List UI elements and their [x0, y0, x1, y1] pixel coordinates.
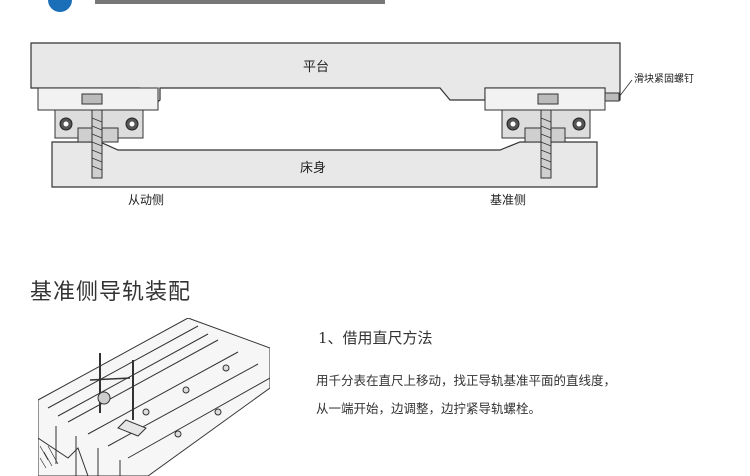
bed-label: 床身 — [300, 160, 326, 176]
platform-label: 平台 — [303, 60, 329, 75]
left-carriage — [37, 87, 159, 179]
driven-side-label: 从动侧 — [128, 193, 164, 207]
header-icon — [48, 0, 72, 12]
right-carriage — [484, 87, 620, 179]
reference-side-label: 基准侧 — [490, 193, 526, 207]
dial-indicator-illustration — [38, 318, 270, 476]
method-description-line-1: 用千分表在直尺上移动，找正导轨基准平面的直线度， — [316, 373, 617, 388]
bed-body — [51, 141, 598, 188]
method-description-line-2: 从一端开始，边调整，边拧紧导轨螺栓。 — [316, 401, 542, 416]
rail-assembly-diagram: 平台 床身 滑块紧固螺钉 从动侧 基准侧 — [30, 0, 694, 207]
method-title: 1、借用直尺方法 — [318, 329, 433, 347]
header-text-remnant — [95, 0, 385, 4]
section-title: 基准侧导轨装配 — [30, 280, 192, 305]
screw-callout-leader — [618, 79, 633, 98]
screw-callout-label: 滑块紧固螺钉 — [634, 73, 694, 85]
